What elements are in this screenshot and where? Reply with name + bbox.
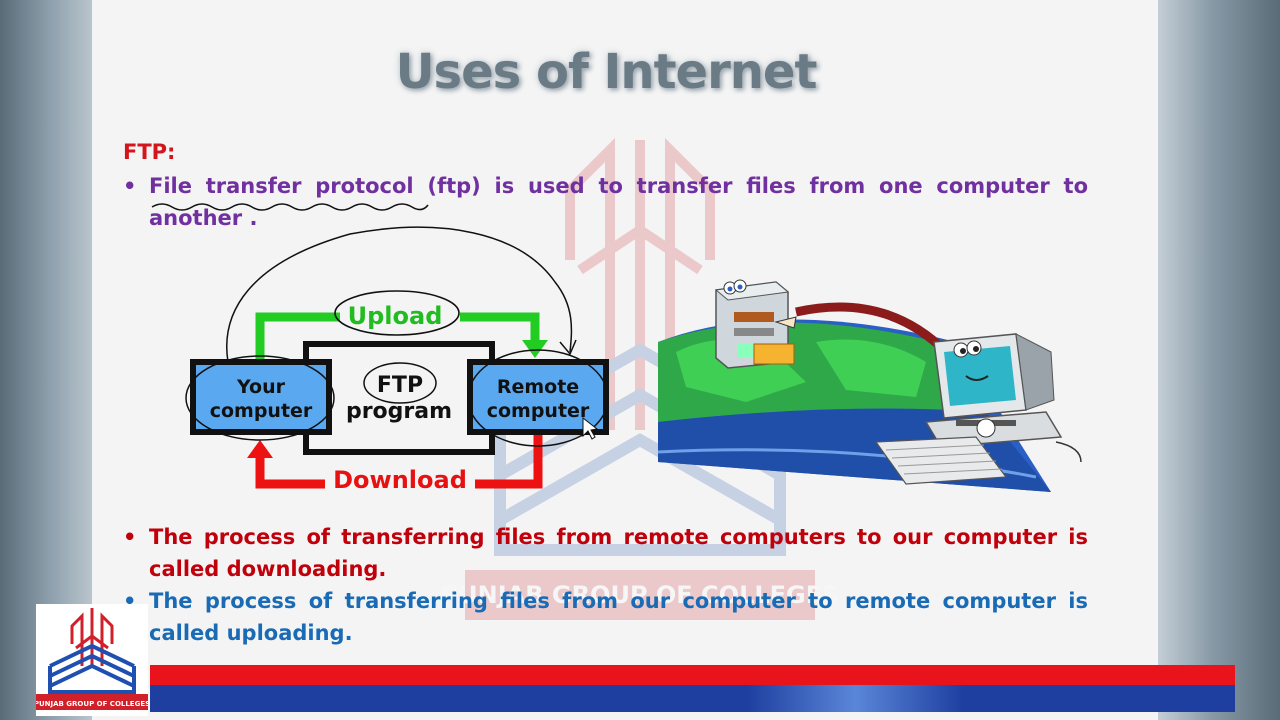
bullet-marker: • <box>123 174 137 198</box>
bullet-text: The process of transferring files from o… <box>149 589 1088 645</box>
bullet-ftp-definition: • File transfer protocol (ftp) is used t… <box>123 170 1088 234</box>
college-logo-icon: PUNJAB GROUP OF COLLEGES <box>36 604 148 716</box>
left-frame <box>0 0 92 720</box>
desktop-computer <box>874 333 1082 485</box>
remote-computer-line1: Remote <box>497 376 579 398</box>
bullet-downloading: • The process of transferring files from… <box>123 521 1088 585</box>
remote-computer-line2: computer <box>487 400 590 422</box>
bullet-text: The process of transferring files from r… <box>149 525 1088 581</box>
your-computer-line1: Your <box>236 376 286 398</box>
ftp-program-line1: FTP <box>377 373 423 398</box>
section-heading: FTP: <box>123 140 176 164</box>
slide-title: Uses of Internet <box>395 44 818 100</box>
download-label: Download <box>333 466 467 494</box>
your-computer-line2: computer <box>210 400 313 422</box>
internet-globe-computers-illustration <box>657 279 1082 492</box>
upload-label: Upload <box>348 302 443 330</box>
logo-text: PUNJAB GROUP OF COLLEGES <box>36 700 148 708</box>
server-tower <box>714 279 797 369</box>
footer-stripe-red <box>150 665 1235 685</box>
ftp-diagram: Upload Download Your computer FTP progra… <box>185 226 609 500</box>
right-frame <box>1158 0 1280 720</box>
footer-stripe-blue <box>150 685 1235 712</box>
watermark-text: PUNJAB GROUP OF COLLEGES <box>441 581 840 609</box>
bullet-marker: • <box>123 525 137 549</box>
bullet-text: File transfer protocol (ftp) is used to … <box>149 174 1088 230</box>
bullet-uploading: • The process of transferring files from… <box>123 585 1088 649</box>
hand-underline <box>151 203 429 211</box>
